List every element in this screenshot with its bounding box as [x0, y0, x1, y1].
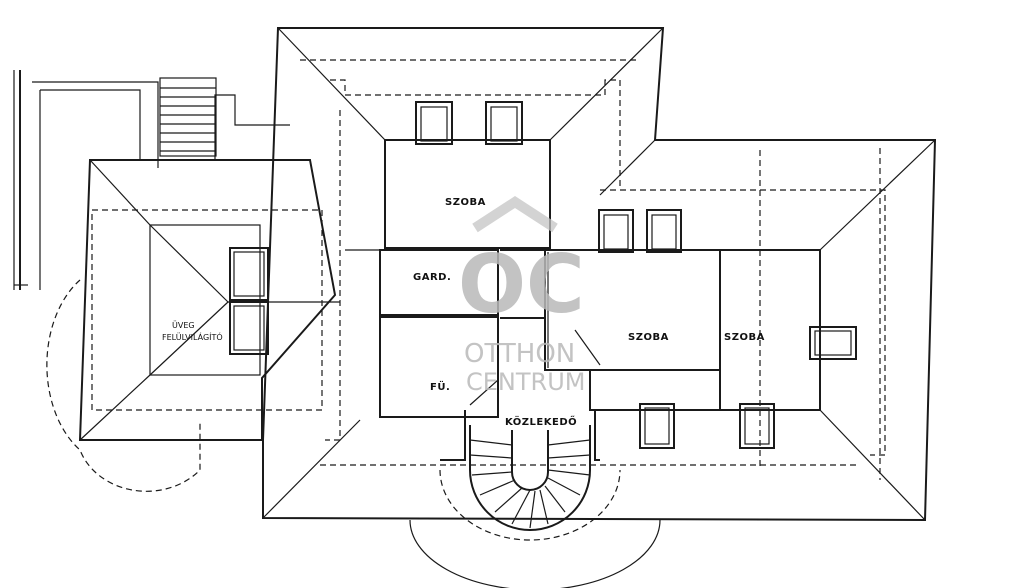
- exterior-stairs: [159, 77, 217, 157]
- room-label-fu: FÜ.: [430, 379, 450, 393]
- room-label-kozlekedo: KÖZLEKEDŐ: [505, 414, 577, 428]
- room-label-szoba-right: SZOBA: [724, 332, 765, 343]
- watermark: OC OTTHON CENTRUM: [458, 196, 585, 396]
- left-terrace-outline: [13, 70, 290, 290]
- skylight: [229, 247, 269, 355]
- room-label-gard: GARD.: [413, 272, 451, 283]
- spiral-staircase: [409, 410, 661, 588]
- watermark-line1: OTTHON: [464, 339, 575, 369]
- dormer-windows: [415, 101, 857, 449]
- watermark-logo: OC: [458, 238, 585, 331]
- room-label-szoba-middle: SZOBA: [628, 332, 669, 343]
- watermark-line2: CENTRUM: [466, 368, 585, 396]
- watermark-roof-icon: [472, 196, 558, 233]
- main-roof: [262, 27, 937, 522]
- room-label-szoba-top: SZOBA: [445, 197, 486, 208]
- skylight-label-line1: ÜVEG: [172, 320, 195, 330]
- skylight-label-line2: FELÜLVILÁGÍTÓ: [162, 331, 223, 342]
